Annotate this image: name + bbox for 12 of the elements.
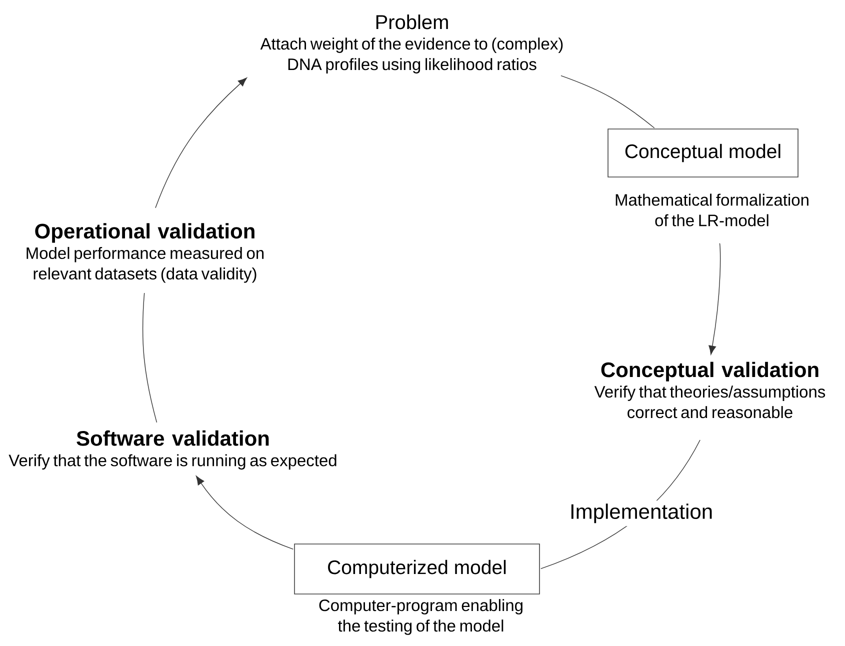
stage-text: Software validation Verify that the software is running as expected [8,430,336,470]
arrow [155,78,247,208]
stage-text: Conceptual validation Verify that theories/assumptions correct and reasonable [594,362,826,418]
arrow [196,476,294,550]
node-description: Mathematical formalization of the LR-model [616,194,808,226]
stage-text: Operational validation Model performance measured on relevant datasets (data validity) [26,223,264,283]
arrow [708,242,721,355]
node-description: Computer-program enabling the testing of the model [319,599,522,635]
stage-text: Problem Attach weight of the evidence to (complex) DNA profiles using likelihood ratios [260,14,563,74]
model-box: Computerized model [294,544,540,594]
edge-label: Implementation [566,500,716,526]
model-box: Conceptual model [608,128,798,178]
